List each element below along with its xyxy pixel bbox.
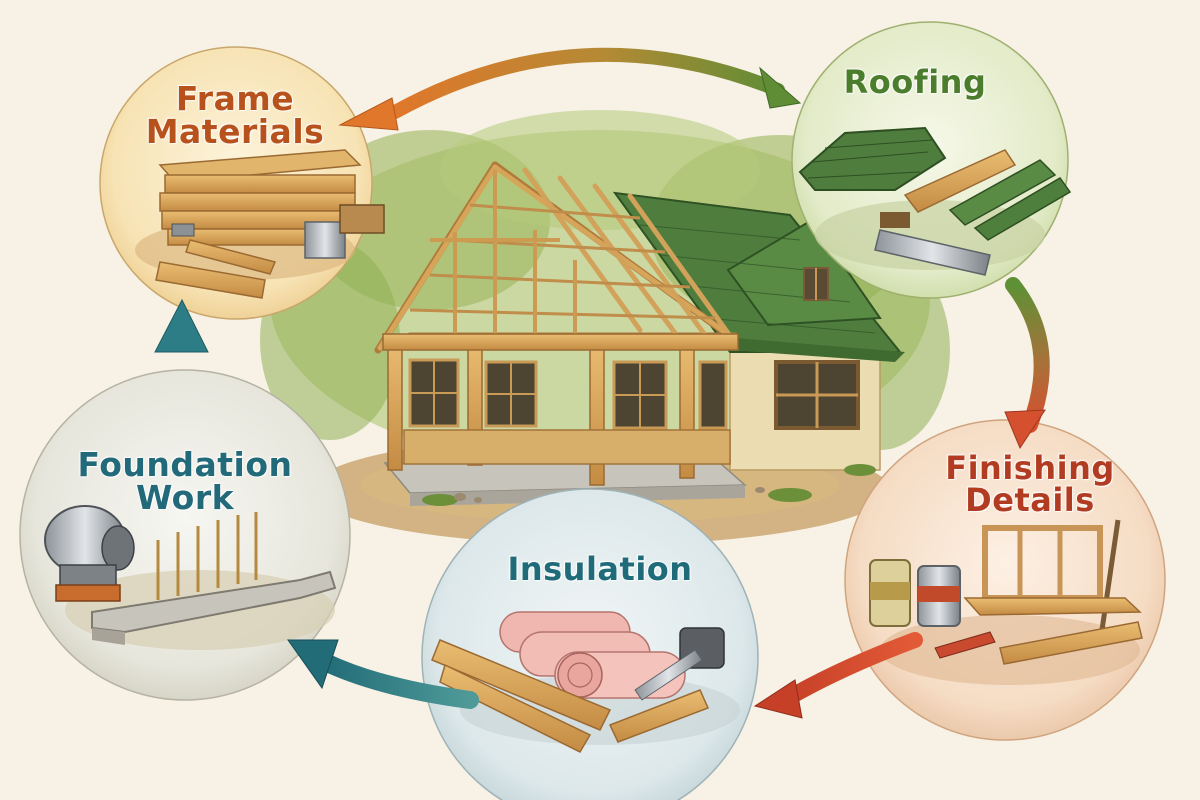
stage-roofing — [791, 21, 1072, 299]
paint-cans-icon — [869, 519, 1143, 685]
label-frame-line1: Frame — [175, 79, 295, 118]
label-finishing-line1: Finishing — [945, 449, 1115, 487]
arrow-frame-to-roofing — [338, 47, 802, 131]
cement-mixer-icon — [44, 505, 337, 650]
stage-foundation-work — [19, 369, 351, 701]
label-insulation: Insulation — [470, 553, 730, 585]
stage-finishing-details — [844, 419, 1166, 741]
label-frame-line2: Materials — [145, 112, 325, 151]
label-roofing: Roofing — [790, 66, 1040, 98]
label-insulation-line1: Insulation — [507, 550, 693, 588]
house-under-construction-icon — [374, 161, 905, 506]
insulation-rolls-icon — [431, 611, 740, 753]
arrow-insulation-to-foundation — [287, 639, 479, 709]
stage-insulation — [421, 488, 759, 800]
label-foundation-line1: Foundation — [77, 445, 293, 484]
label-frame-materials: Frame Materials — [110, 82, 360, 148]
arrow-finishing-to-insulation — [753, 632, 923, 719]
roof-shingles-icon — [798, 126, 1072, 276]
label-finishing-line2: Details — [965, 481, 1095, 519]
label-foundation-line2: Work — [135, 478, 235, 517]
label-finishing-details: Finishing Details — [880, 452, 1180, 516]
label-foundation-work: Foundation Work — [55, 448, 315, 514]
stage-frame-materials — [99, 46, 385, 320]
arrow-roofing-to-finishing — [1004, 277, 1050, 450]
label-roofing-line1: Roofing — [843, 63, 987, 101]
arrow-foundation-to-frame — [154, 298, 209, 447]
lumber-stack-icon — [135, 149, 385, 299]
